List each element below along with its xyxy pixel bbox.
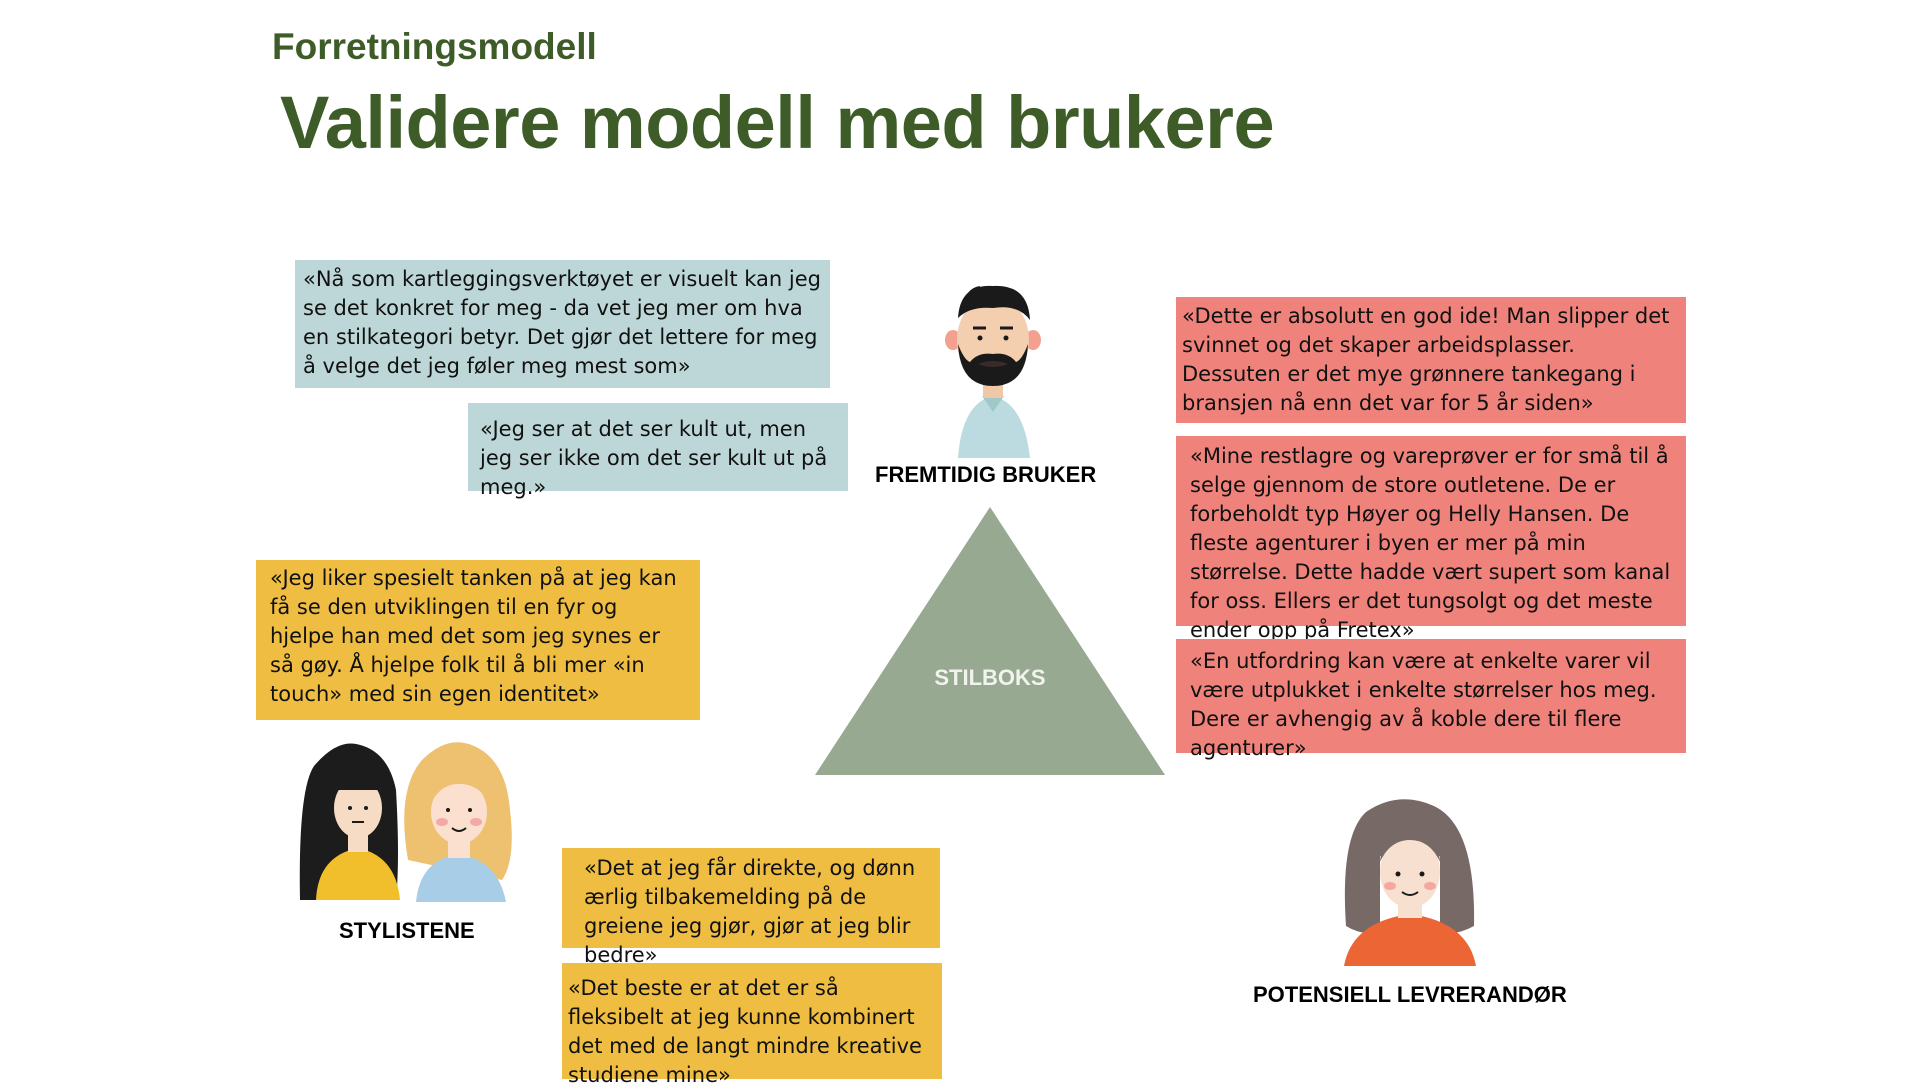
- quote-supplier-2: «Mine restlagre og vareprøver er for små…: [1176, 436, 1686, 642]
- woman-avatar-icon: [1344, 799, 1476, 966]
- persona-label-future-user: FREMTIDIG BRUKER: [875, 462, 1097, 487]
- section-kicker: Forretningsmodell: [272, 26, 597, 67]
- persona-label-stylists: STYLISTENE: [339, 918, 475, 943]
- persona-label-supplier: POTENSIELL LEVRERANDØR: [1253, 982, 1567, 1007]
- quote-supplier-3: «En utfordring kan være at enkelte varer…: [1176, 639, 1686, 760]
- quote-supplier-1: «Dette er absolutt en god ide! Man slipp…: [1176, 297, 1686, 423]
- two-women-avatar-icon: [299, 742, 512, 902]
- quote-stylist-1: «Jeg liker spesielt tanken på at jeg kan…: [256, 560, 700, 720]
- quote-stylist-3: «Det beste er at det er så fleksibelt at…: [562, 963, 942, 1087]
- quote-user-1: «Nå som kartleggingsverktøyet er visuelt…: [295, 260, 830, 388]
- stilboks-label: STILBOKS: [934, 665, 1046, 690]
- quote-stylist-2: «Det at jeg får direkte, og dønn ærlig t…: [562, 848, 940, 967]
- bearded-man-avatar-icon: [945, 285, 1041, 458]
- stilboks-triangle: [815, 507, 1165, 775]
- page-title: Validere modell med brukere: [280, 81, 1275, 164]
- quote-user-2: «Jeg ser at det ser kult ut, men jeg ser…: [468, 403, 848, 499]
